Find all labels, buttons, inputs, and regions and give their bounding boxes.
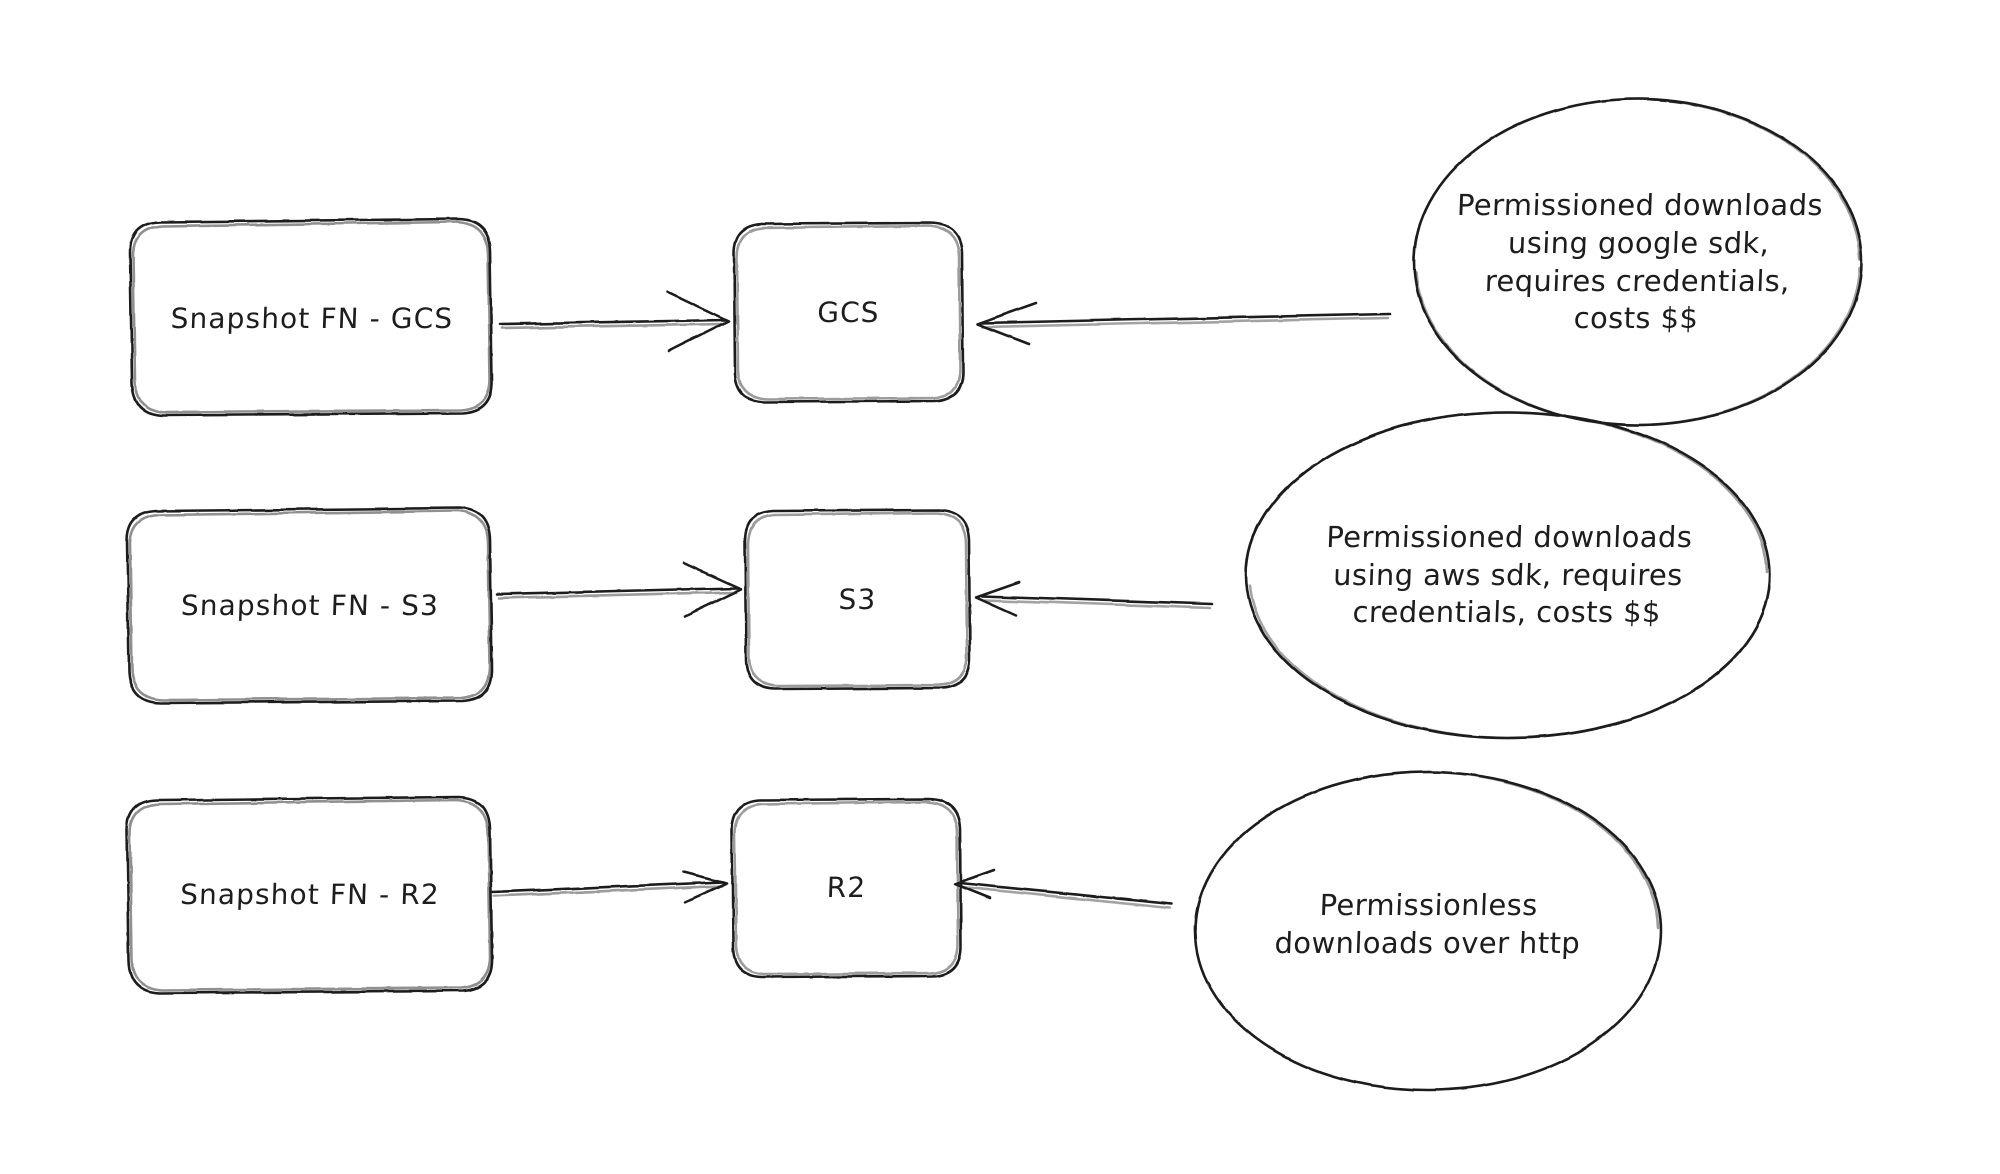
note-gcs-shape xyxy=(1412,97,1864,427)
source-s3-shape xyxy=(125,506,494,705)
gcs-note-arrow xyxy=(975,301,1392,346)
gcs-write-arrow xyxy=(498,290,731,353)
note-s3-shape xyxy=(1244,410,1772,740)
source-gcs-shape xyxy=(128,217,494,417)
r2-write-arrow xyxy=(490,870,729,904)
store-r2-shape xyxy=(730,797,963,979)
note-r2-shape xyxy=(1193,770,1663,1092)
store-s3-shape xyxy=(743,508,972,691)
s3-write-arrow xyxy=(495,561,743,618)
store-gcs-shape xyxy=(732,221,965,404)
source-r2-shape xyxy=(125,795,494,995)
r2-note-arrow xyxy=(953,868,1174,910)
s3-note-arrow xyxy=(974,580,1214,617)
